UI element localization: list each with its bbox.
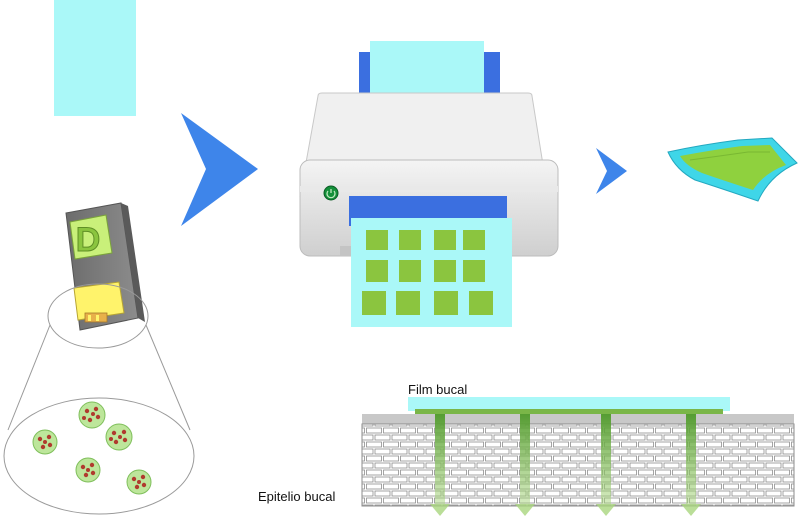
magnifier-circle: [47, 283, 149, 349]
nanoparticles: [32, 401, 152, 495]
buccal-film-layer: [408, 397, 730, 411]
nanoparticle: [75, 457, 101, 483]
buccal-film: [667, 137, 798, 202]
nanoparticle: [78, 401, 106, 429]
nanoparticle: [126, 469, 152, 495]
ink-cartridge: D: [65, 202, 145, 331]
film-bucal-label: Film bucal: [408, 382, 468, 397]
nanoparticle: [105, 423, 133, 451]
substrate-sheet: [54, 0, 136, 116]
epitelio-bucal-label: Epitelio bucal: [258, 489, 336, 504]
process-arrow-2: [596, 148, 627, 194]
epithelium-section: [361, 397, 795, 516]
nanoparticle: [32, 429, 58, 455]
printer: [299, 41, 559, 327]
cartridge-letter: D: [76, 221, 101, 259]
diffusion-arrows: [430, 414, 701, 516]
process-arrow-1: [181, 113, 258, 226]
